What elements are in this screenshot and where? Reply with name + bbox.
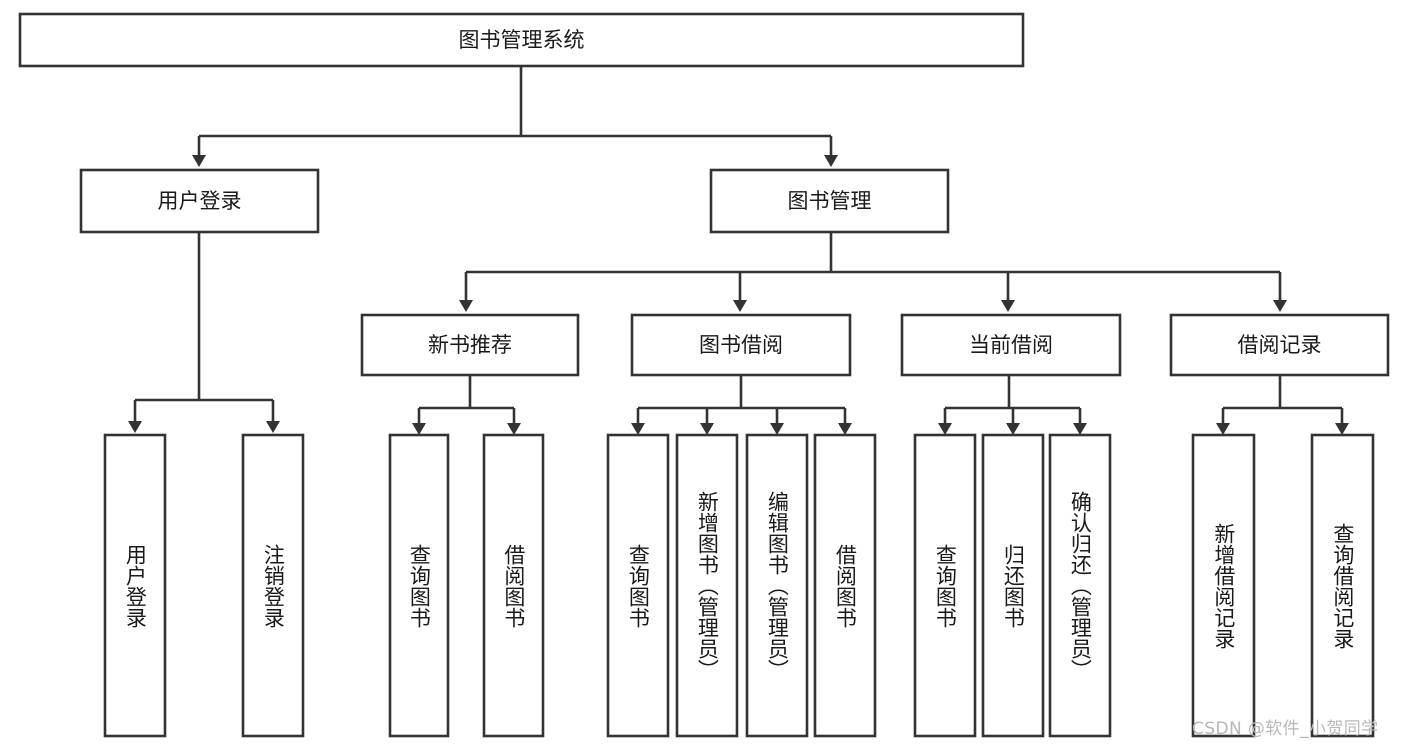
node-box-user-login[interactable] <box>79 168 320 234</box>
node-box-leaf-add-book[interactable] <box>675 433 739 738</box>
csdn-watermark: CSDN @软件_小贺同学 <box>1192 719 1379 739</box>
node-box-root[interactable] <box>18 12 1025 68</box>
node-box-leaf-confirm-return[interactable] <box>1048 433 1112 738</box>
node-box-current-borrow[interactable] <box>900 313 1122 377</box>
node-box-leaf-query-book-1[interactable] <box>388 433 450 738</box>
node-box-leaf-borrow-book-1[interactable] <box>482 433 545 738</box>
node-box-leaf-logout[interactable] <box>241 433 305 738</box>
node-box-leaf-edit-book[interactable] <box>745 433 809 738</box>
node-box-book-manage[interactable] <box>709 168 950 234</box>
node-box-leaf-user-login[interactable] <box>103 433 167 738</box>
node-box-leaf-add-record[interactable] <box>1191 433 1256 738</box>
node-box-leaf-query-record[interactable] <box>1310 433 1375 738</box>
node-box-leaf-query-book-3[interactable] <box>913 433 977 738</box>
node-box-leaf-borrow-book-2[interactable] <box>813 433 877 738</box>
node-box-borrow-record[interactable] <box>1169 313 1390 377</box>
node-box-book-borrow[interactable] <box>630 313 852 377</box>
node-box-leaf-return-book[interactable] <box>981 433 1045 738</box>
node-box-new-book-recommend[interactable] <box>360 313 580 377</box>
node-box-leaf-query-book-2[interactable] <box>606 433 670 738</box>
